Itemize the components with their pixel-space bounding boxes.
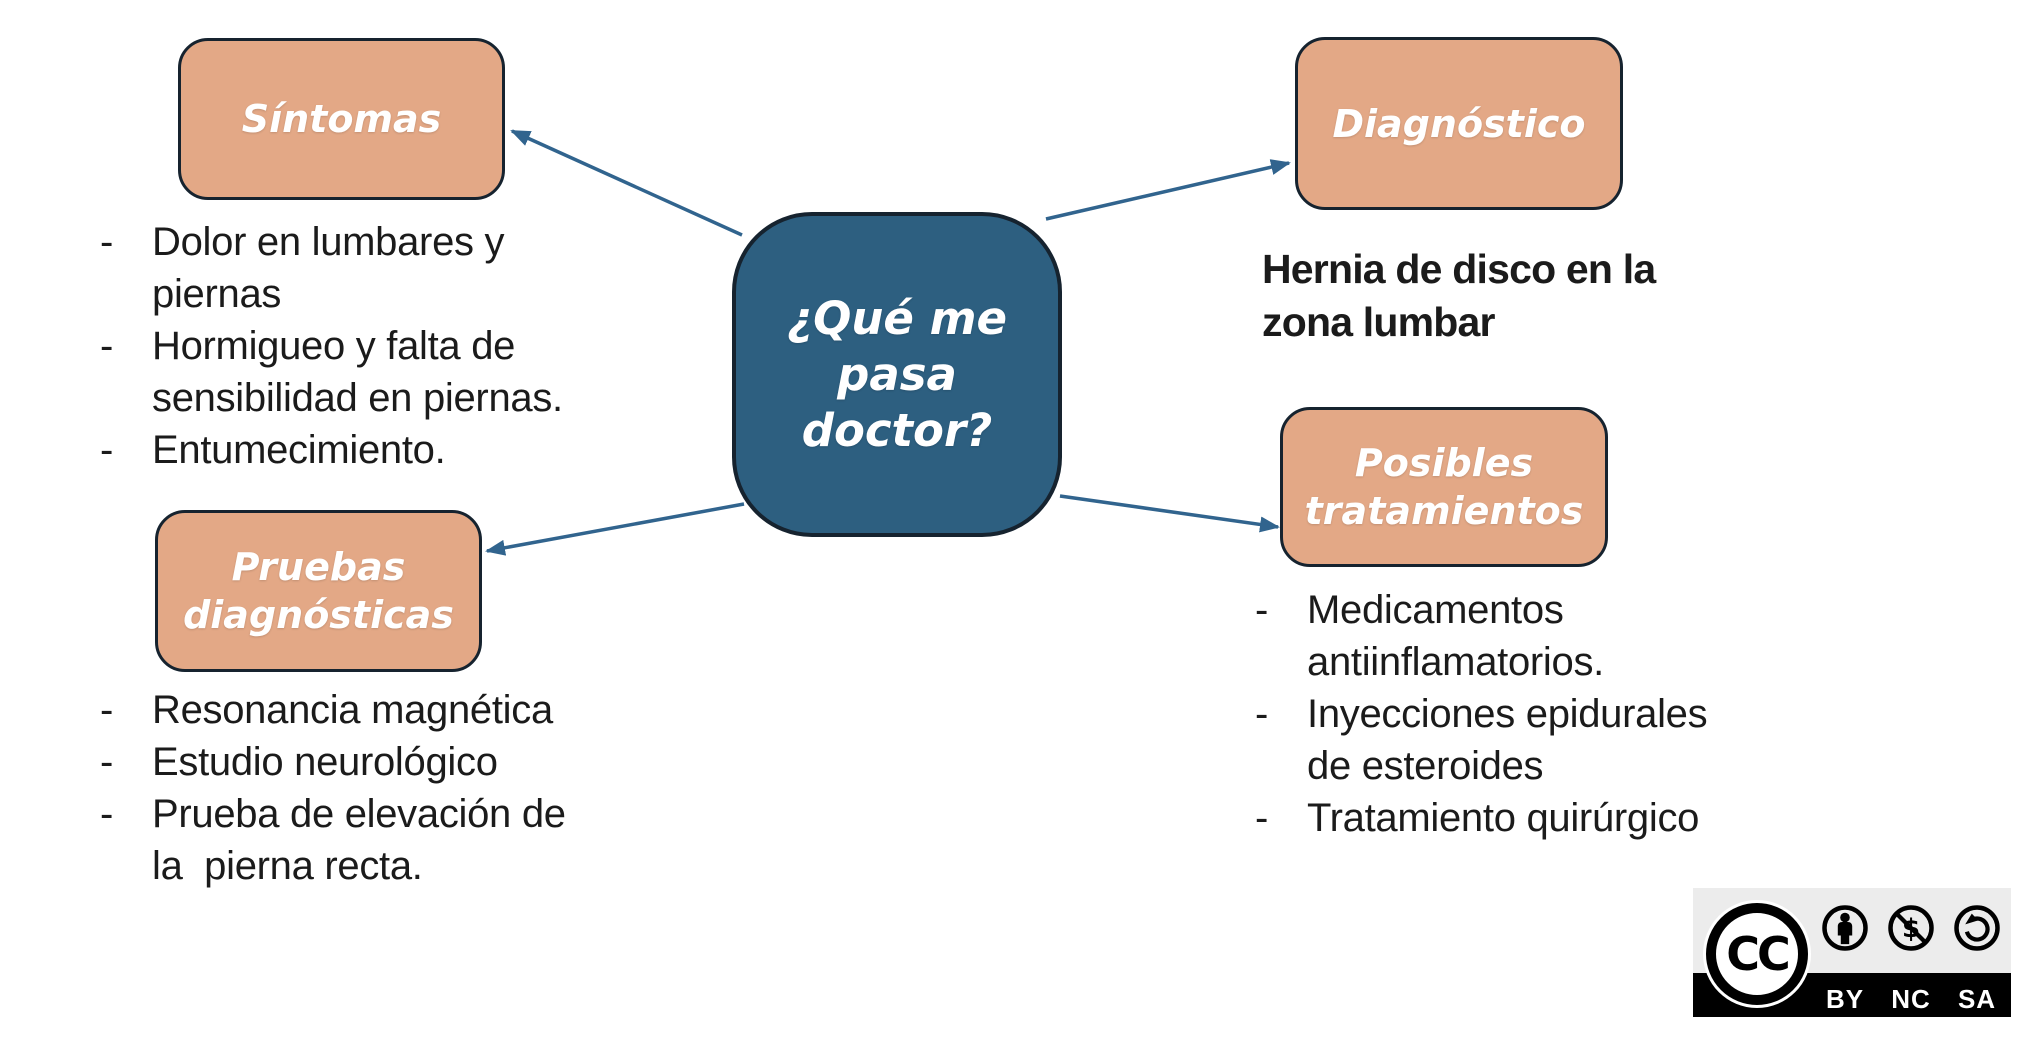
- list-item-text: Entumecimiento.: [152, 428, 446, 472]
- list-item-text: Resonancia magnética: [152, 688, 553, 732]
- bullet-dash: -: [1255, 588, 1269, 632]
- svg-text:CC: CC: [1726, 927, 1788, 981]
- share-alike-arrow-icon: [1954, 905, 2000, 951]
- badge-label-nc: NC: [1891, 984, 1931, 1014]
- bullet-dash: -: [100, 220, 114, 264]
- connector-center-to-tratamientos: [1059, 494, 1280, 533]
- cc-logo: CC: [1703, 900, 1811, 1008]
- node-sintomas-label: Síntomas: [241, 97, 442, 141]
- bullet-dash: -: [100, 428, 114, 472]
- bullet-dash: -: [100, 324, 114, 368]
- connector-center-to-pruebas: [485, 502, 745, 556]
- node-diagnostico: Diagnóstico: [1295, 37, 1623, 210]
- bullet-dash: -: [100, 740, 114, 784]
- non-commercial-dollar-icon: $: [1888, 905, 1934, 951]
- bullet-dash: -: [1255, 692, 1269, 736]
- bullet-dash: -: [100, 792, 114, 836]
- list-item: -Tratamiento quirúrgico: [1255, 792, 1775, 844]
- node-sintomas: Síntomas: [178, 38, 505, 200]
- list-item-text: Tratamiento quirúrgico: [1307, 796, 1700, 840]
- bullet-dash: -: [1255, 796, 1269, 840]
- connector-center-to-sintomas: [510, 129, 743, 237]
- list-item: -Entumecimiento.: [100, 424, 600, 476]
- connector-center-to-diagnostico: [1045, 159, 1291, 221]
- badge-label-by: BY: [1825, 984, 1865, 1014]
- pruebas-list: -Resonancia magnética-Estudio neurológic…: [100, 684, 640, 892]
- list-item: -Estudio neurológico: [100, 736, 640, 788]
- node-diagnostico-label: Diagnóstico: [1332, 101, 1586, 146]
- list-item: -Resonancia magnética: [100, 684, 640, 736]
- badge-label-sa: SA: [1957, 984, 1997, 1014]
- bullet-dash: -: [100, 688, 114, 732]
- attribution-person-icon: [1822, 905, 1868, 951]
- list-item-text: Estudio neurológico: [152, 740, 498, 784]
- cc-by-nc-sa-license-badge[interactable]: CC $ BY NC SA: [1693, 888, 2011, 1017]
